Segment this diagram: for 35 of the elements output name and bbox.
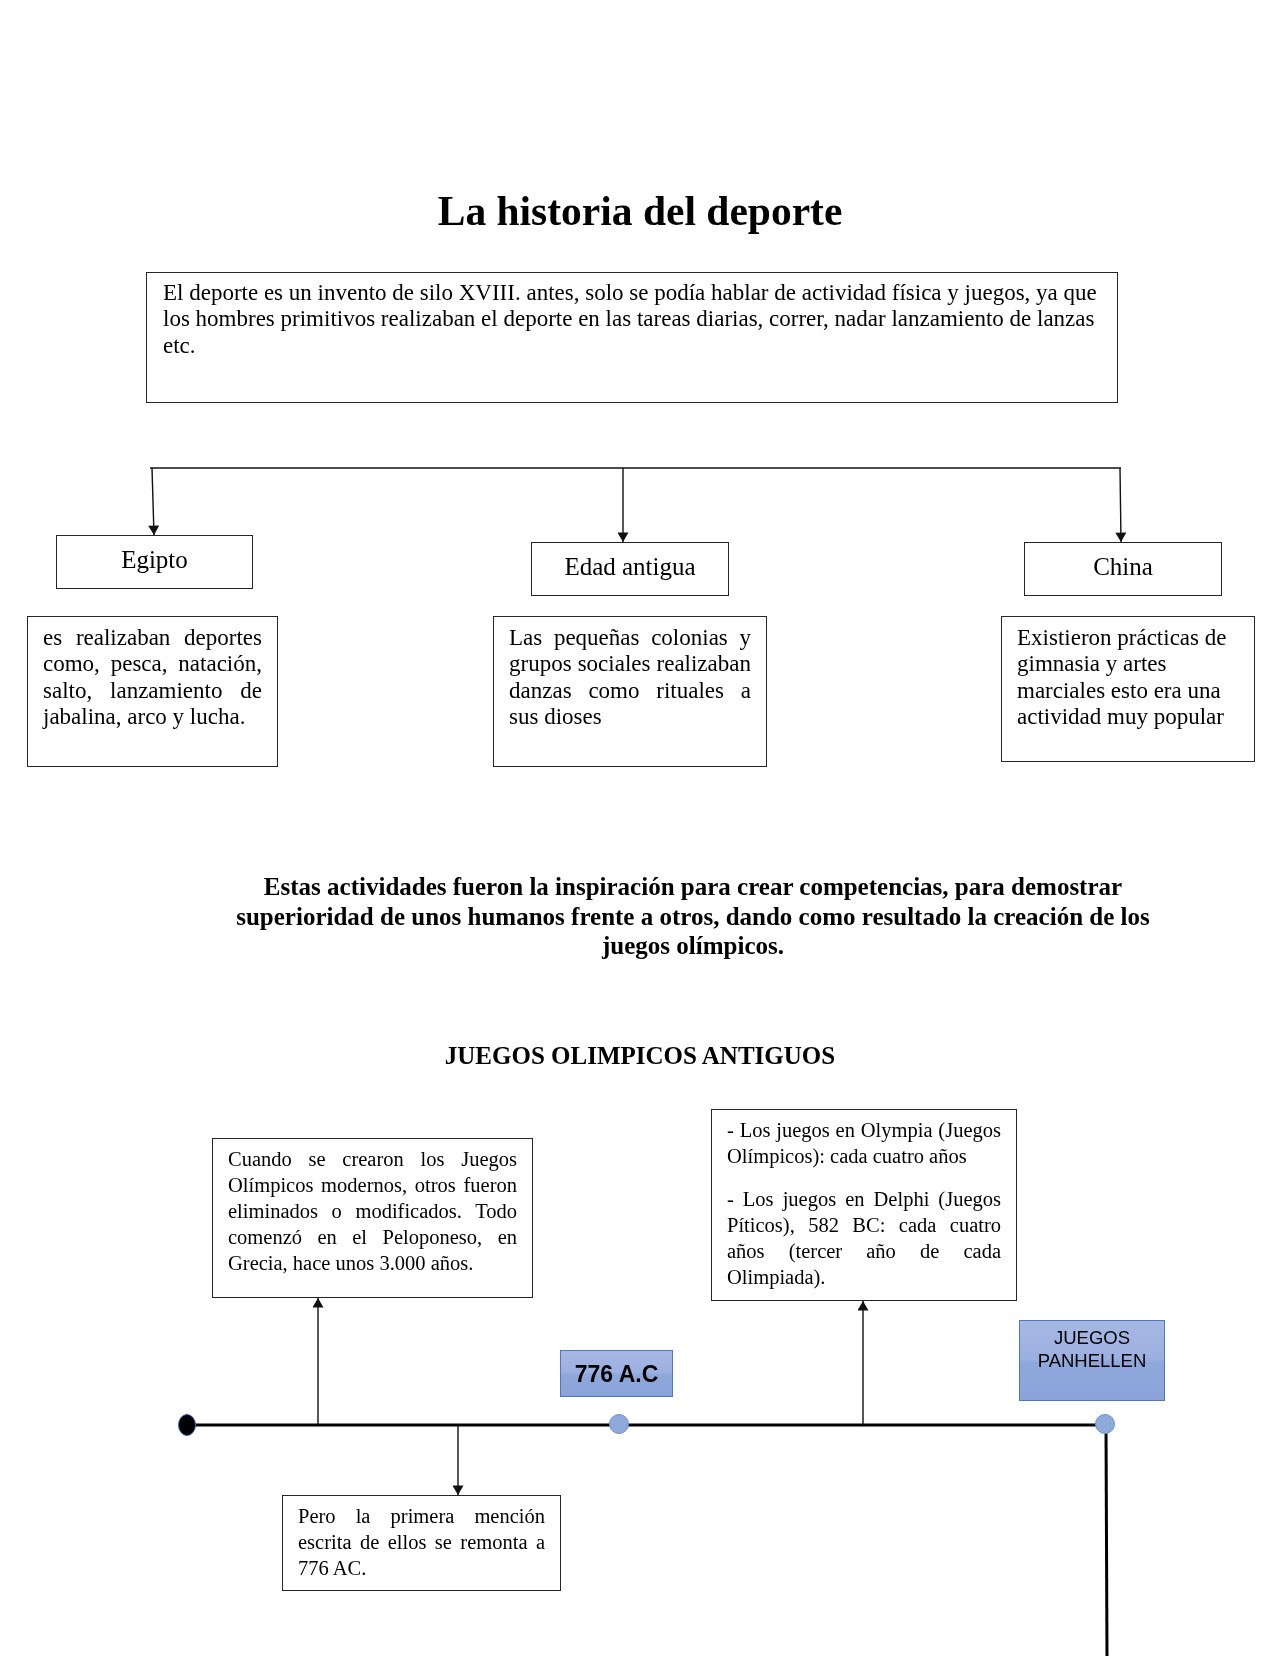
arrow [617,467,629,543]
date-box [560,1350,673,1397]
arrow [1115,467,1127,543]
summary-paragraph: Estas actividades fueron la inspiración para crear competencias, para demostrar superioridad de unos humanos frente a otros, dando como resultado la creación de los juegos olímpicos. [235,872,1151,961]
arrow [312,1297,324,1426]
note-box [711,1109,1017,1301]
category-box [1024,542,1222,596]
description-box [1001,616,1255,762]
description-box [493,616,767,767]
description-box [27,616,278,767]
note-box [282,1495,561,1591]
category-box [531,542,729,596]
date-label: 776 A.C [573,1359,660,1388]
era-box [1019,1320,1165,1401]
category-title: China [1092,552,1154,582]
arrow [148,467,160,536]
arrow [857,1300,869,1426]
description-text: es realizaban deportes como, pesca, natación, salto, lanzamiento de jabalina, arco y lucha. [43,625,262,731]
era-label: JUEGOS PANHELLEN [1036,1327,1148,1372]
note-text: Pero la primera mención escrita de ellos se remonta a 776 AC. [298,1504,545,1581]
note-text: - Los juegos en Delphi (Juegos Píticos), 582 BC: cada cuatro años (tercer año de cada Olimpiada). [727,1187,1001,1290]
category-title: Egipto [120,545,189,575]
connector-line [149,467,1122,469]
description-text: Las pequeñas colonias y grupos sociales realizaban danzas como rituales a sus dioses [509,625,751,731]
intro-text: El deporte es un invento de silo XVIII. antes, solo se podía hablar de actividad física y juegos, ya que los hombres primitivos realizaban el deporte en las tareas diarias, correr, nadar lanzamiento de lanzas etc. [163,280,1098,360]
category-box [56,535,253,589]
category-title: Edad antigua [563,552,697,582]
section-heading: JUEGOS OLIMPICOS ANTIGUOS [444,1041,836,1071]
intro-box [146,272,1118,403]
note-text: - Los juegos en Olympia (Juegos Olímpicos): cada cuatro años [727,1118,1001,1169]
note-text: Cuando se crearon los Juegos Olímpicos modernos, otros fueron eliminados o modificados. Todo comenzó en el Peloponeso, en Grecia, hace unos 3.000 años. [228,1147,517,1276]
description-text: Existieron prácticas de gimnasia y artes marciales esto era una actividad muy popular [1017,625,1228,731]
arrow [452,1425,464,1496]
note-box [212,1138,533,1298]
page-title: La historia del deporte [437,187,843,235]
